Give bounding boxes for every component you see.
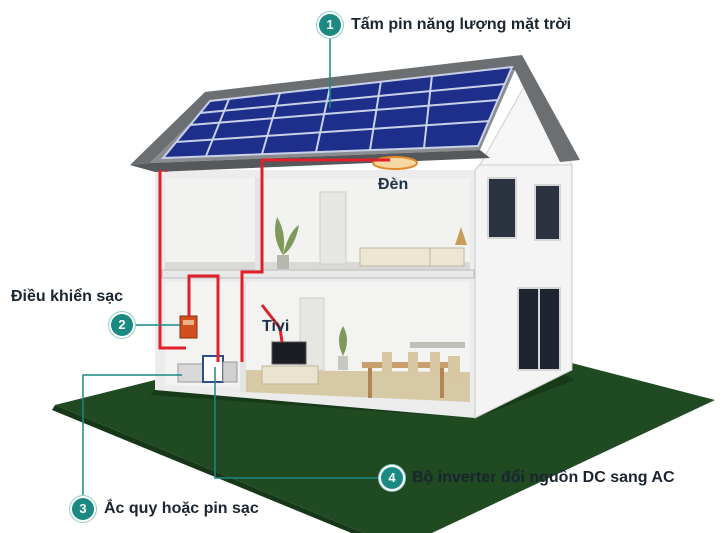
callout-2-label: Điều khiển sạc	[11, 288, 124, 305]
lawn-shade	[52, 405, 364, 533]
solar-panels	[160, 65, 514, 160]
equipment	[177, 315, 238, 383]
callout-3-badge: 3	[72, 498, 94, 520]
upper-room	[165, 178, 470, 270]
callout-1-badge: 1	[319, 14, 341, 36]
leader-line-3	[82, 374, 182, 498]
leader-lines	[82, 38, 380, 498]
callout-3-label: Ắc quy hoặc pin sạc	[104, 500, 259, 517]
tv-label: Tivi	[262, 318, 290, 335]
lawn	[55, 360, 715, 533]
upstairs-furniture	[275, 217, 467, 269]
callout-2-badge: 2	[111, 314, 133, 336]
lamp-label: Đèn	[378, 176, 409, 193]
leader-line-4	[214, 367, 380, 479]
door-upper	[319, 191, 347, 265]
callout-4-label: Bộ inverter đổi nguồn DC sang AC	[412, 469, 675, 486]
partition-upper	[255, 178, 261, 270]
callout-4-badge: 4	[381, 467, 403, 489]
callout-1-label: Tấm pin năng lượng mặt trời	[351, 16, 572, 33]
roof-main	[130, 55, 580, 165]
side-windows	[487, 177, 561, 371]
downstairs-furniture	[261, 326, 465, 398]
red-wiring	[158, 158, 390, 362]
floor-slab	[161, 269, 475, 279]
